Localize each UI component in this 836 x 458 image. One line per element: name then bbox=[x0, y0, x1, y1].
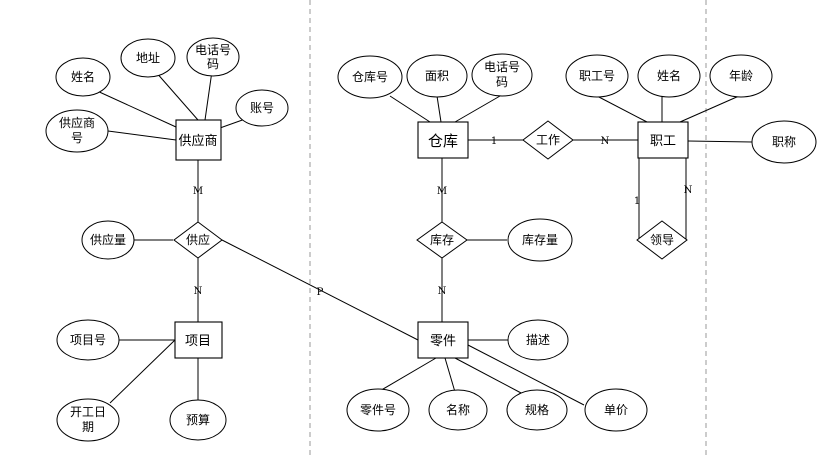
card-part-supply: P bbox=[317, 287, 324, 298]
attr-project-start-date[interactable]: 开工日 期 bbox=[56, 398, 120, 442]
attr-part-spec[interactable]: 规格 bbox=[506, 389, 568, 431]
card-warehouse-work: 1 bbox=[491, 136, 497, 147]
attr-supplier-account[interactable]: 账号 bbox=[235, 89, 289, 127]
entity-employee-label: 职工 bbox=[650, 134, 676, 149]
relationship-stock-label: 库存 bbox=[430, 232, 454, 247]
svg-text:姓名: 姓名 bbox=[71, 69, 95, 84]
entity-part-label: 零件 bbox=[430, 334, 456, 349]
svg-text:零件号: 零件号 bbox=[360, 403, 396, 417]
attr-project-budget[interactable]: 预算 bbox=[169, 399, 227, 441]
entity-supplier[interactable]: 供应商 bbox=[175, 119, 222, 161]
svg-text:库存量: 库存量 bbox=[522, 232, 558, 247]
attr-stock-quantity[interactable]: 库存量 bbox=[507, 218, 573, 262]
relationship-work-label: 工作 bbox=[536, 133, 560, 147]
svg-text:电话号: 电话号 bbox=[195, 43, 231, 57]
svg-text:号: 号 bbox=[71, 131, 83, 145]
svg-text:预算: 预算 bbox=[186, 412, 210, 427]
card-lead-left: 1 bbox=[634, 196, 640, 207]
attr-employee-no[interactable]: 职工号 bbox=[565, 54, 629, 98]
card-supplier-supply: M bbox=[193, 186, 203, 197]
svg-text:码: 码 bbox=[496, 75, 508, 89]
attr-warehouse-area[interactable]: 面积 bbox=[406, 54, 468, 98]
card-employee-work: N bbox=[601, 136, 610, 147]
attr-supplier-phone[interactable]: 电话号 码 bbox=[186, 37, 240, 77]
entity-supplier-label: 供应商 bbox=[178, 133, 217, 149]
attr-part-name[interactable]: 名称 bbox=[428, 389, 488, 431]
attr-employee-title[interactable]: 职称 bbox=[751, 120, 817, 164]
card-project-supply: N bbox=[194, 286, 203, 297]
svg-text:仓库号: 仓库号 bbox=[352, 69, 388, 84]
svg-text:供应商: 供应商 bbox=[59, 115, 95, 130]
entity-warehouse-label: 仓库 bbox=[428, 132, 458, 150]
entity-warehouse[interactable]: 仓库 bbox=[417, 121, 469, 159]
attr-part-price[interactable]: 单价 bbox=[584, 388, 648, 432]
cardinality-labels: M N P M N 1 N 1 N bbox=[193, 136, 693, 298]
card-part-stock: N bbox=[438, 286, 447, 297]
relationship-work[interactable]: 工作 bbox=[522, 120, 574, 160]
svg-text:期: 期 bbox=[82, 420, 94, 434]
svg-text:规格: 规格 bbox=[525, 402, 549, 417]
svg-text:供应量: 供应量 bbox=[90, 232, 126, 247]
entity-project[interactable]: 项目 bbox=[174, 321, 223, 359]
svg-text:名称: 名称 bbox=[446, 402, 470, 417]
entity-project-label: 项目 bbox=[185, 334, 211, 349]
attr-part-no[interactable]: 零件号 bbox=[346, 388, 410, 432]
attr-employee-name[interactable]: 姓名 bbox=[637, 54, 701, 98]
svg-text:年龄: 年龄 bbox=[729, 69, 753, 83]
svg-text:地址: 地址 bbox=[136, 51, 160, 65]
svg-text:码: 码 bbox=[207, 57, 219, 71]
attr-supplier-no[interactable]: 供应商 号 bbox=[45, 109, 109, 153]
svg-text:账号: 账号 bbox=[250, 101, 274, 115]
svg-text:姓名: 姓名 bbox=[657, 68, 681, 83]
card-warehouse-stock: M bbox=[437, 186, 447, 197]
card-lead-right: N bbox=[684, 185, 693, 196]
svg-text:开工日: 开工日 bbox=[70, 405, 106, 419]
attr-part-desc[interactable]: 描述 bbox=[507, 319, 569, 361]
svg-text:单价: 单价 bbox=[604, 403, 628, 417]
attr-supplier-name[interactable]: 姓名 bbox=[55, 57, 111, 97]
svg-text:电话号: 电话号 bbox=[484, 60, 520, 74]
attr-project-no[interactable]: 项目号 bbox=[56, 319, 120, 361]
attr-supplier-address[interactable]: 地址 bbox=[120, 38, 176, 78]
relationship-supply[interactable]: 供应 bbox=[173, 221, 223, 259]
attr-warehouse-phone[interactable]: 电话号 码 bbox=[471, 53, 533, 97]
attr-supply-quantity[interactable]: 供应量 bbox=[81, 220, 135, 260]
svg-text:职工号: 职工号 bbox=[579, 69, 615, 83]
relationship-lead-label: 领导 bbox=[650, 233, 674, 247]
svg-text:职称: 职称 bbox=[772, 135, 796, 149]
svg-text:描述: 描述 bbox=[526, 333, 550, 347]
entity-part[interactable]: 零件 bbox=[417, 321, 469, 359]
svg-text:面积: 面积 bbox=[425, 69, 449, 83]
relationship-lead[interactable]: 领导 bbox=[636, 220, 688, 260]
attr-warehouse-no[interactable]: 仓库号 bbox=[337, 55, 403, 99]
entity-employee[interactable]: 职工 bbox=[637, 121, 689, 159]
svg-text:项目号: 项目号 bbox=[70, 333, 106, 347]
attr-employee-age[interactable]: 年龄 bbox=[709, 54, 773, 98]
relationship-supply-label: 供应 bbox=[186, 232, 210, 247]
relationship-stock[interactable]: 库存 bbox=[416, 221, 468, 259]
